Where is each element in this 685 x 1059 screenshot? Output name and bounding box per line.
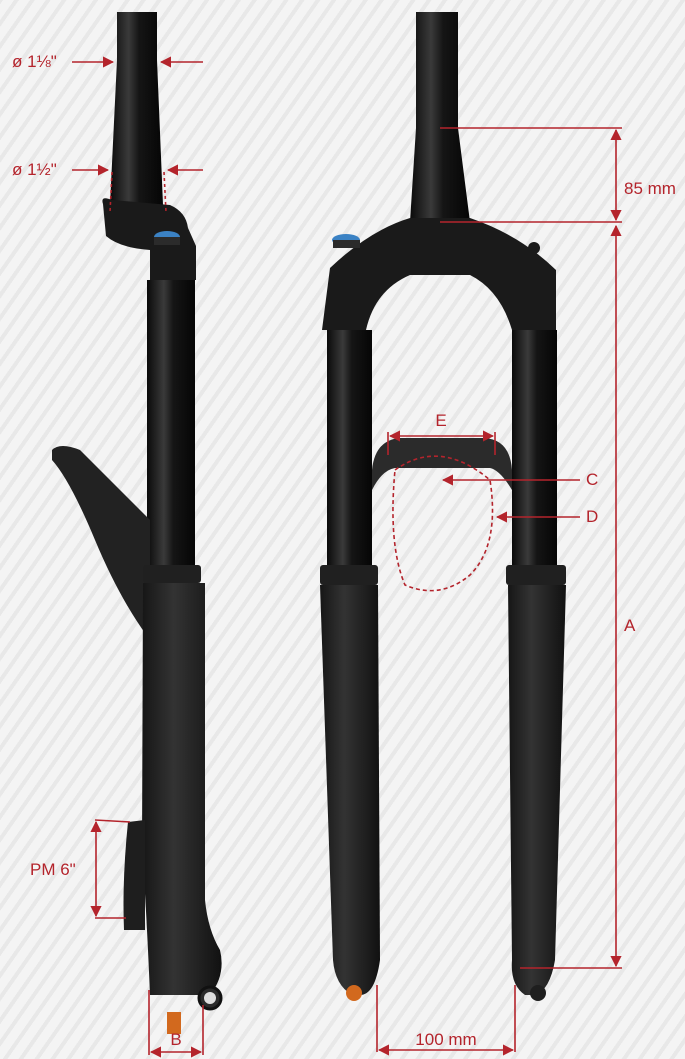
side-post-mount xyxy=(123,820,145,930)
side-arch xyxy=(52,446,150,640)
steerer-bottom-diameter-label: ø 1½" xyxy=(12,160,57,179)
tire-clearance-outline xyxy=(392,455,494,592)
front-left-stanchion xyxy=(327,330,372,570)
front-right-lower-leg xyxy=(508,585,566,995)
side-lower-leg xyxy=(142,583,222,995)
axle-spacing-label: 100 mm xyxy=(415,1030,477,1049)
dim-e-label: E xyxy=(435,411,447,430)
front-left-dropout xyxy=(346,985,362,1001)
side-steerer-tube xyxy=(110,12,163,205)
dim-d-label: D xyxy=(586,507,599,526)
front-crown xyxy=(322,218,556,330)
front-steerer-tube xyxy=(410,12,470,222)
dim-c-label: C xyxy=(586,470,599,489)
fork-front-view xyxy=(320,12,566,1001)
dim-a-label: A xyxy=(624,616,636,635)
dim-b-label: B xyxy=(170,1030,182,1049)
dimension-lines xyxy=(72,56,622,1058)
front-right-stanchion xyxy=(512,330,557,570)
brake-mount-label: PM 6" xyxy=(30,860,76,879)
front-arch xyxy=(372,438,512,490)
steerer-length-label: 85 mm xyxy=(624,179,676,198)
fork-side-view xyxy=(52,12,223,1034)
side-axle xyxy=(167,1012,181,1034)
steerer-top-diameter-label: ø 1⅛" xyxy=(12,52,57,71)
front-left-lower-leg xyxy=(320,585,380,995)
side-stanchion xyxy=(147,280,195,580)
side-crown xyxy=(102,198,196,280)
front-right-dropout xyxy=(530,985,546,1001)
